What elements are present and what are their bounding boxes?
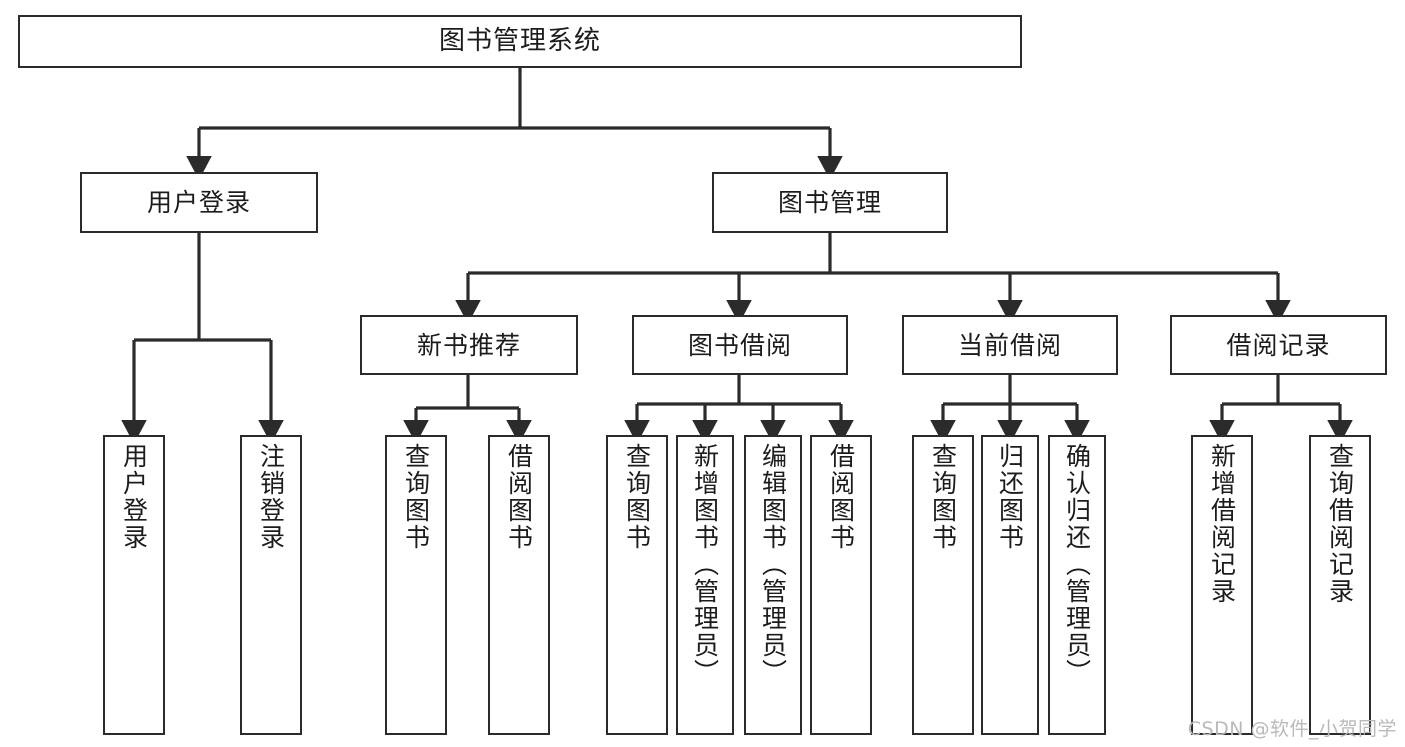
leaf-borrow-query-book[interactable]: 查询图书 bbox=[606, 435, 668, 735]
leaf-new-book-borrow-book[interactable]: 借阅图书 bbox=[488, 435, 550, 735]
node-label: 图书借阅 bbox=[687, 330, 792, 360]
node-book-borrowing[interactable]: 图书借阅 bbox=[632, 315, 848, 375]
node-label: 借阅图书 bbox=[826, 443, 856, 551]
leaf-record-add-borrow-record[interactable]: 新增借阅记录 bbox=[1191, 435, 1253, 735]
node-label: 注销登录 bbox=[256, 443, 286, 551]
node-label: 当前借阅 bbox=[957, 330, 1062, 360]
node-label: 归还图书 bbox=[995, 443, 1025, 551]
leaf-borrow-add-book-admin[interactable]: 新增图书（管理员） bbox=[676, 435, 734, 735]
node-label: 新书推荐 bbox=[416, 330, 521, 360]
leaf-borrow-borrow-book[interactable]: 借阅图书 bbox=[810, 435, 872, 735]
node-user-login[interactable]: 用户登录 bbox=[80, 172, 318, 233]
node-label: 借阅图书 bbox=[504, 443, 534, 551]
node-label: 查询图书 bbox=[622, 443, 652, 551]
leaf-user-login-logout[interactable]: 注销登录 bbox=[240, 435, 302, 735]
leaf-current-query-book[interactable]: 查询图书 bbox=[912, 435, 974, 735]
node-borrow-records[interactable]: 借阅记录 bbox=[1170, 315, 1387, 375]
node-label: 新增图书（管理员） bbox=[690, 443, 720, 686]
node-label: 图书管理 bbox=[777, 188, 882, 217]
leaf-record-query-borrow-record[interactable]: 查询借阅记录 bbox=[1309, 435, 1371, 735]
leaf-user-login-login[interactable]: 用户登录 bbox=[103, 435, 165, 735]
node-label: 借阅记录 bbox=[1226, 330, 1331, 360]
node-label: 编辑图书（管理员） bbox=[758, 443, 788, 686]
node-current-borrowing[interactable]: 当前借阅 bbox=[902, 315, 1118, 375]
node-label: 查询图书 bbox=[928, 443, 958, 551]
node-book-management[interactable]: 图书管理 bbox=[712, 172, 948, 233]
leaf-current-confirm-return-admin[interactable]: 确认归还（管理员） bbox=[1048, 435, 1106, 735]
node-label: 查询借阅记录 bbox=[1325, 443, 1355, 605]
node-label: 查询图书 bbox=[401, 443, 431, 551]
node-root-system[interactable]: 图书管理系统 bbox=[18, 15, 1022, 68]
node-label: 确认归还（管理员） bbox=[1062, 443, 1092, 686]
node-label: 用户登录 bbox=[119, 443, 149, 551]
leaf-borrow-edit-book-admin[interactable]: 编辑图书（管理员） bbox=[744, 435, 802, 735]
node-new-book-recommendation[interactable]: 新书推荐 bbox=[360, 315, 578, 375]
leaf-current-return-book[interactable]: 归还图书 bbox=[981, 435, 1039, 735]
leaf-new-book-query-book[interactable]: 查询图书 bbox=[385, 435, 447, 735]
node-label: 用户登录 bbox=[146, 188, 251, 217]
node-label: 图书管理系统 bbox=[438, 26, 601, 57]
node-label: 新增借阅记录 bbox=[1207, 443, 1237, 605]
